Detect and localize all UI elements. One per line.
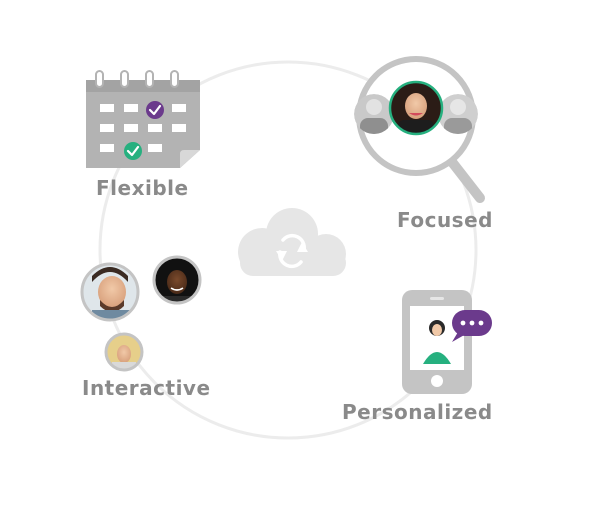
magnifier-icon (354, 56, 485, 203)
connecting-ring (98, 60, 478, 440)
label-interactive: Interactive (82, 376, 211, 400)
avatar-blonde (104, 332, 144, 372)
avatar-focused (388, 80, 444, 136)
avatar-left (354, 94, 394, 134)
cloud-sync-icon (238, 208, 346, 276)
people-avatars-icon (80, 255, 202, 372)
chat-bubble-icon (452, 310, 492, 342)
check-badge-purple-icon (146, 101, 164, 119)
check-badge-green-icon (124, 142, 142, 160)
avatar-right (438, 94, 478, 134)
label-personalized: Personalized (342, 400, 493, 424)
label-flexible: Flexible (96, 176, 189, 200)
smartphone-chat-icon (402, 290, 492, 394)
label-focused: Focused (397, 208, 493, 232)
calendar-icon (86, 70, 200, 168)
agent-icon (423, 320, 451, 364)
avatar-man (80, 262, 140, 322)
avatar-woman (152, 255, 202, 305)
